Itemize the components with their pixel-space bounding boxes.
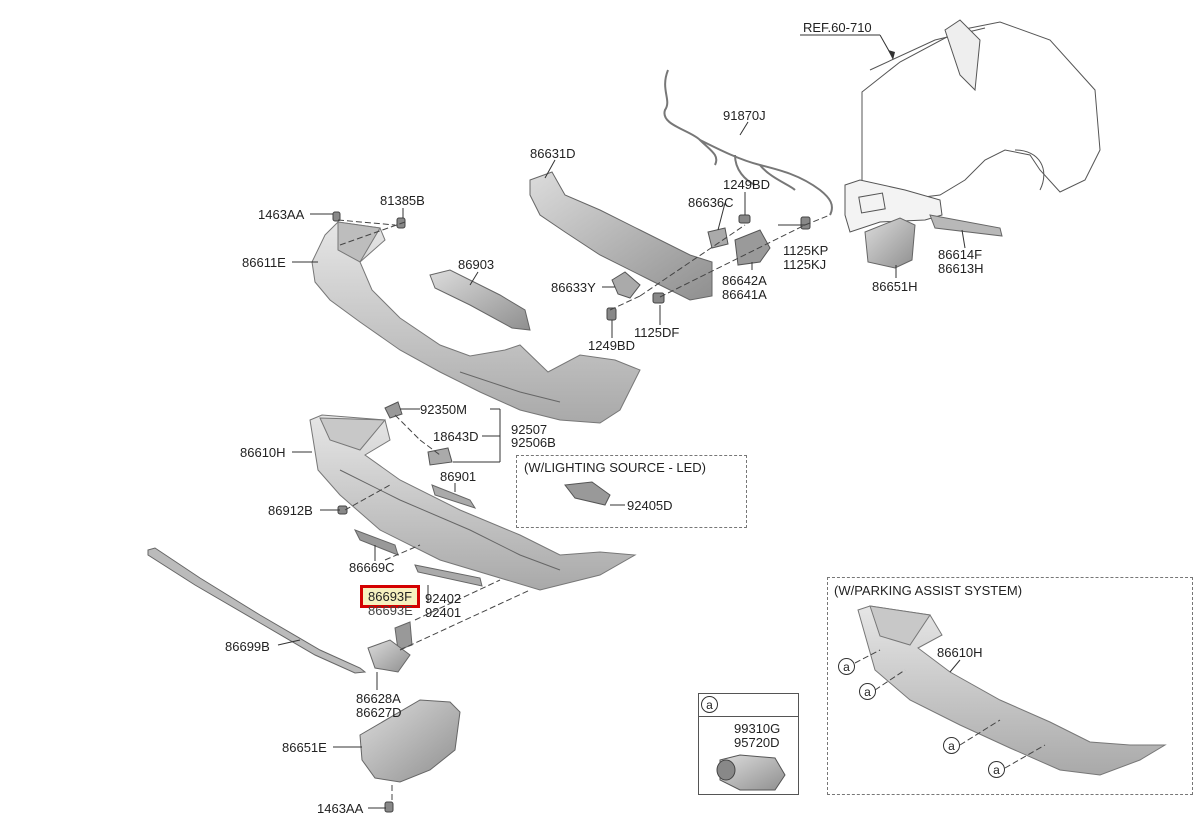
lower-bumper: [309, 414, 637, 591]
lamp-92506B: [427, 447, 453, 466]
part-label-92405D: 92405D: [627, 498, 673, 513]
part-label-18643D: 18643D: [433, 429, 479, 444]
reflector-86901: [431, 484, 477, 509]
part-label-86901: 86901: [440, 469, 477, 484]
led-lamp-92405D: [564, 481, 611, 506]
part-label-86614F: 86614F: [938, 247, 983, 262]
part-label-86633Y: 86633Y: [551, 280, 596, 295]
part-label-1125DF: 1125DF: [634, 325, 680, 340]
callout-a-4: a: [988, 761, 1005, 778]
highlighted-part-box[interactable]: [360, 585, 420, 608]
part-label-86627D: 86627D: [356, 705, 402, 720]
part-label-1463AA-top: 1463AA: [258, 207, 305, 222]
part-label-86613H: 86613H: [938, 261, 984, 276]
part-label-92507: 92507: [511, 422, 548, 437]
sensor-detail-box: [698, 693, 799, 795]
part-label-86641A: 86641A: [722, 287, 767, 302]
under-cover-86651E: [359, 699, 461, 783]
garnish-strip-86699B: [147, 547, 367, 674]
pas-sensor: [716, 754, 786, 791]
car-body-reference: [844, 19, 1101, 233]
part-label-86636C: 86636C: [688, 195, 734, 210]
pas-option-title: (W/PARKING ASSIST SYSTEM): [834, 583, 1023, 598]
part-label-86628A: 86628A: [356, 691, 401, 706]
part-label-95720D: 95720D: [734, 735, 780, 750]
bracket-86642A: [734, 229, 771, 266]
trim-86669C: [353, 529, 399, 556]
beam-86631D: [529, 171, 713, 301]
callout-a-2: a: [859, 683, 876, 700]
side-cover-86651H: [864, 217, 916, 269]
part-label-86693E: 86693E: [368, 603, 413, 618]
part-label-86912B: 86912B: [268, 503, 313, 518]
part-label-81385B: 81385B: [380, 193, 425, 208]
led-option-title: (W/LIGHTING SOURCE - LED): [524, 460, 707, 475]
upper-bumper-cover: [311, 221, 641, 424]
led-option-box: [516, 455, 747, 528]
part-label-86631D: 86631D: [530, 146, 576, 161]
part-label-86651E: 86651E: [282, 740, 327, 755]
part-label-86903: 86903: [458, 257, 495, 272]
part-label-86611E: 86611E: [242, 255, 286, 270]
pas-lower-bumper: [857, 605, 1167, 776]
part-label-86610H-pas: 86610H: [937, 645, 983, 660]
part-label-92506B: 92506B: [511, 435, 556, 450]
part-label-99310G: 99310G: [734, 721, 781, 736]
part-label-1125KJ: 1125KJ: [783, 257, 827, 272]
part-label-1125KP: 1125KP: [783, 243, 829, 258]
callout-a-3: a: [943, 737, 960, 754]
sensor-detail-divider: [698, 716, 799, 717]
part-label-1249BD-top: 1249BD: [723, 177, 770, 192]
part-label-86651H: 86651H: [872, 279, 918, 294]
part-label-92350M: 92350M: [420, 402, 467, 417]
bracket-86903: [429, 269, 531, 331]
bracket-86633Y: [611, 271, 641, 299]
bracket-86614F: [929, 214, 1003, 237]
wiring-harness: [663, 69, 833, 216]
part-label-92401: 92401: [425, 605, 462, 620]
part-label-86642A: 86642A: [722, 273, 767, 288]
part-label-86699B: 86699B: [225, 639, 270, 654]
part-label-92402: 92402: [425, 591, 462, 606]
part-label-86610H: 86610H: [240, 445, 286, 460]
callout-a-1: a: [838, 658, 855, 675]
ref-label: REF.60-710: [803, 20, 872, 35]
part-label-86669C: 86669C: [349, 560, 395, 575]
bracket-86636C: [707, 227, 729, 249]
part-label-1249BD-bottom: 1249BD: [588, 338, 635, 353]
corner-86628A: [367, 639, 411, 673]
callout-a-detail: a: [701, 696, 718, 713]
pas-option-box: [827, 577, 1193, 795]
part-label-1463AA-bottom: 1463AA: [317, 801, 364, 816]
reflector-92402: [414, 564, 483, 587]
lamp-92350M: [384, 401, 403, 419]
assembly-lines: [337, 214, 1046, 800]
leader-lines: [277, 121, 966, 809]
part-label-91870J: 91870J: [723, 108, 766, 123]
part-label-86693F[interactable]: 86693F: [368, 589, 413, 604]
